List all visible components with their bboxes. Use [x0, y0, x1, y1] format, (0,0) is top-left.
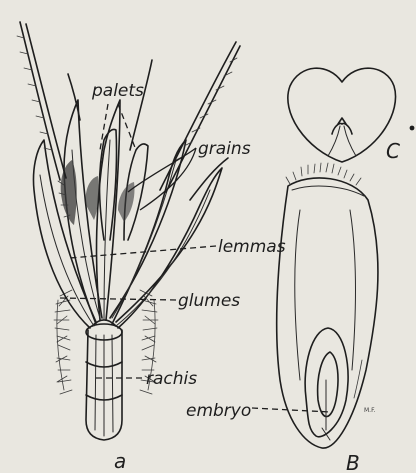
panel-letter-c: C — [386, 139, 400, 163]
label-palets: palets — [91, 81, 144, 101]
panel-letter-b: B — [346, 451, 360, 473]
label-lemmas: lemmas — [218, 237, 286, 257]
svg-text:M.F.: M.F. — [364, 407, 376, 414]
label-rachis: rachis — [146, 369, 197, 389]
grain-longitudinal: M.F. — [277, 163, 378, 448]
label-glumes: glumes — [178, 291, 240, 311]
leader-lines — [60, 104, 330, 412]
panel-letter-a: a — [114, 449, 126, 473]
label-embryo: embryo — [186, 401, 251, 421]
label-grains: grains — [198, 139, 251, 159]
